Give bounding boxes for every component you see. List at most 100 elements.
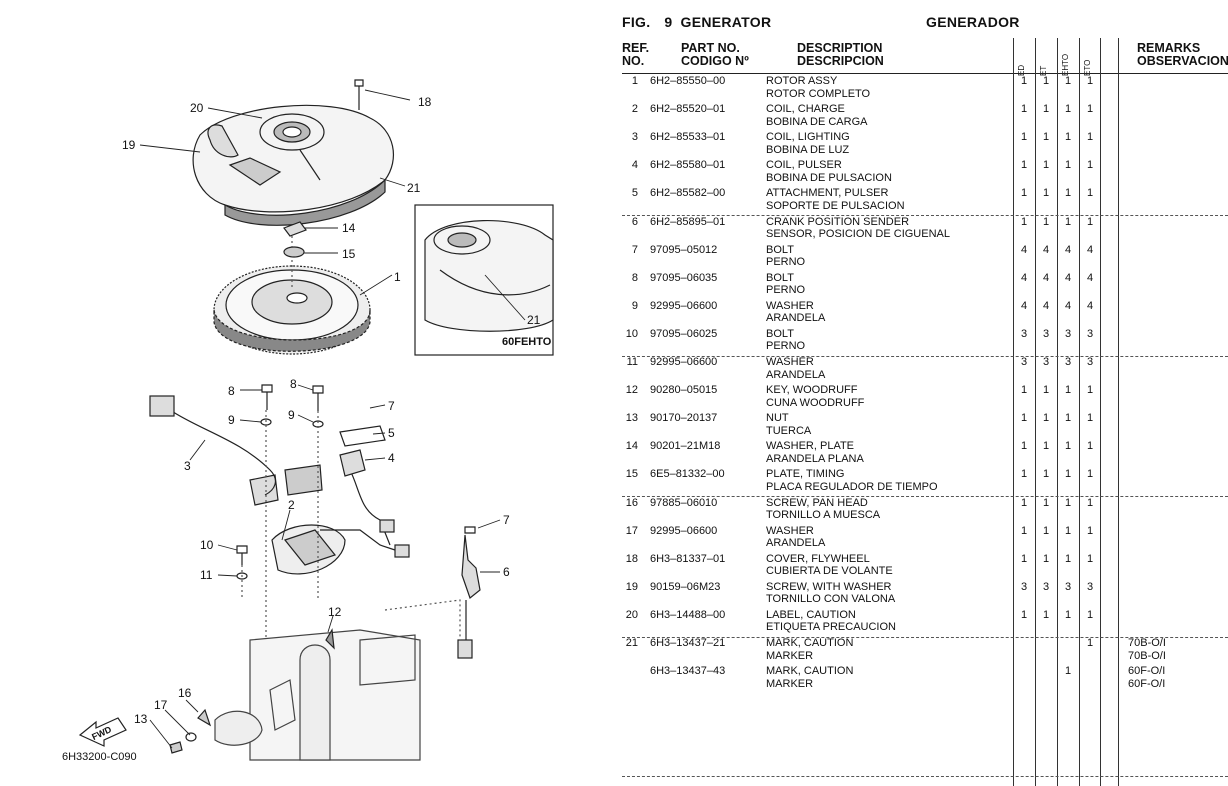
row-remark: 60F-O/I	[1128, 665, 1166, 678]
row-part-no: 6H3–13437–21	[650, 637, 726, 649]
row-ref-no: 5	[631, 187, 638, 200]
row-description-es: PERNO	[766, 284, 806, 297]
row-qty-ed: 1	[1020, 552, 1028, 565]
row-part-no: 6E5–81332–00	[650, 468, 725, 481]
row-qty-eto: 1	[1086, 468, 1094, 481]
row-description-en: WASHER	[766, 299, 814, 312]
row-qty-et: 1	[1042, 468, 1050, 481]
row-description-es: ARANDELA	[766, 537, 826, 550]
row-qty-ed: 1	[1020, 131, 1028, 144]
row-qty-ehto: 1	[1064, 665, 1072, 678]
header-model-et: ET	[1039, 65, 1048, 76]
callout-8a: 8	[228, 384, 235, 398]
flywheel-cover-drawing	[192, 104, 394, 226]
row-description-en: COVER, FLYWHEEL	[766, 552, 870, 565]
callout-4: 4	[388, 451, 395, 465]
row-description-es: PLACA REGULADOR DE TIEMPO	[766, 480, 938, 493]
row-part-no: 90280–05015	[650, 384, 718, 397]
callout-11: 11	[200, 568, 213, 582]
row-qty-ed: 1	[1020, 524, 1028, 537]
row-part-no: 6H3–13437–43	[650, 665, 726, 678]
row-description-es: TUERCA	[766, 424, 812, 437]
row-part-no: 6H3–81337–01	[650, 552, 726, 565]
row-qty-eto: 1	[1086, 103, 1094, 116]
row-description-en: KEY, WOODRUFF	[766, 384, 858, 397]
row-ref-no: 7	[631, 243, 638, 256]
row-ref-no: 16	[625, 496, 638, 509]
header-model-ed: ED	[1017, 64, 1026, 76]
row-description-en: WASHER	[766, 524, 814, 537]
header-part-no: PART NO.CODIGO Nº	[681, 41, 749, 68]
col-rule	[1079, 38, 1080, 786]
row-qty-ehto: 4	[1064, 271, 1072, 284]
row-ref-no: 14	[625, 440, 638, 453]
row-description-en: ATTACHMENT, PULSER	[766, 187, 889, 200]
group-separator	[622, 636, 1228, 638]
row-remark: 70B-O/I	[1128, 637, 1166, 649]
callout-7b: 7	[503, 513, 510, 527]
row-description-es: ETIQUETA PRECAUCION	[766, 621, 896, 634]
inset-label: 60FEHTO	[502, 336, 552, 348]
row-qty-et: 3	[1042, 356, 1050, 368]
row-part-no: 92995–06600	[650, 356, 718, 368]
row-qty-ed: 1	[1020, 412, 1028, 425]
group-separator	[622, 215, 1228, 217]
row-qty-ehto: 1	[1064, 496, 1072, 509]
row-part-no: 6H2–85895–01	[650, 215, 726, 228]
callout-10: 10	[200, 538, 214, 552]
row-part-no: 97095–05012	[650, 243, 718, 256]
row-part-no: 6H2–85533–01	[650, 131, 726, 144]
row-qty-eto: 1	[1086, 384, 1094, 397]
callout-16: 13	[134, 712, 148, 726]
row-qty-eto: 1	[1086, 496, 1094, 509]
row-remark: 70B-O/I	[1128, 649, 1166, 662]
callout-7a: 7	[388, 399, 395, 413]
stator-drawing	[249, 464, 346, 575]
row-description-es: BOBINA DE LUZ	[766, 143, 850, 156]
row-description-en: PLATE, TIMING	[766, 468, 845, 481]
callout-18: 19	[122, 138, 136, 152]
row-description-es: SOPORTE DE PULSACION	[766, 199, 905, 212]
row-part-no: 92995–06600	[650, 299, 718, 312]
row-description-en: SCREW, WITH WASHER	[766, 580, 892, 593]
row-part-no: 6H2–85580–01	[650, 159, 726, 172]
row-qty-ehto: 1	[1064, 131, 1072, 144]
row-qty-ed: 1	[1020, 103, 1028, 116]
row-description-es: ROTOR COMPLETO	[766, 87, 871, 100]
row-qty-et: 3	[1042, 580, 1050, 593]
row-description-en: ROTOR ASSY	[766, 75, 838, 87]
row-qty-ed: 1	[1020, 608, 1028, 621]
row-ref-no: 21	[625, 637, 638, 649]
callout-8b: 8	[290, 377, 297, 391]
row-qty-ehto: 1	[1064, 75, 1072, 87]
row-part-no: 97095–06035	[650, 271, 718, 284]
fig-number: 9	[664, 14, 673, 30]
row-qty-ed: 3	[1020, 580, 1028, 593]
callout-15: 16	[178, 686, 192, 700]
row-qty-ehto: 1	[1064, 524, 1072, 537]
row-description-en: SCREW, PAN HEAD	[766, 496, 868, 509]
row-part-no: 92995–06600	[650, 524, 718, 537]
fig-title-en: GENERATOR	[680, 14, 772, 30]
row-qty-eto: 1	[1086, 215, 1094, 228]
col-rule	[1100, 38, 1101, 786]
row-qty-ehto: 1	[1064, 552, 1072, 565]
row-qty-et: 1	[1042, 103, 1050, 116]
row-qty-eto: 4	[1086, 271, 1094, 284]
row-description-es: ARANDELA PLANA	[766, 452, 864, 465]
row-description-en: WASHER, PLATE	[766, 440, 855, 453]
row-qty-et: 1	[1042, 496, 1050, 509]
row-ref-no: 19	[625, 580, 638, 593]
diagram-code: 6H33200-C090	[62, 751, 137, 763]
col-rule	[1118, 38, 1119, 786]
row-qty-et: 1	[1042, 159, 1050, 172]
row-part-no: 90159–06M23	[650, 580, 721, 593]
header-model-ehto: EHTO	[1061, 53, 1070, 76]
row-ref-no: 3	[631, 131, 638, 144]
row-description-en: BOLT	[766, 243, 794, 256]
callout-9a: 9	[228, 413, 235, 427]
row-qty-eto: 1	[1086, 412, 1094, 425]
row-ref-no: 11	[626, 356, 638, 368]
row-qty-ehto: 3	[1064, 356, 1072, 368]
